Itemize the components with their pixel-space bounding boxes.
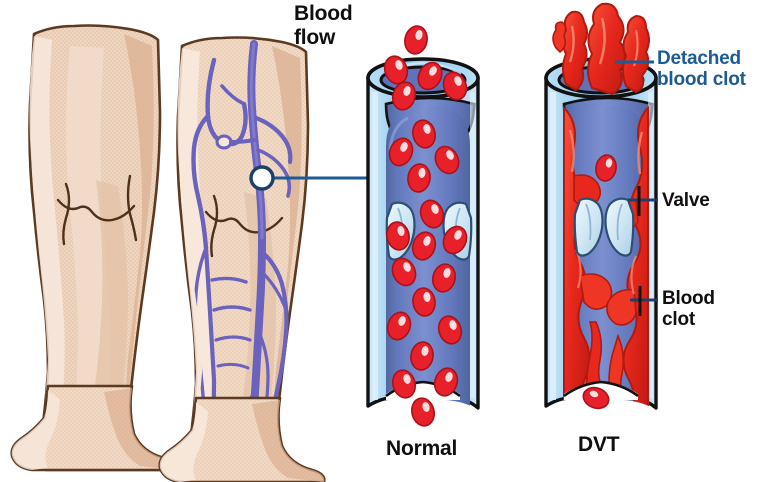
callout-connector xyxy=(249,165,370,191)
label-normal: Normal xyxy=(386,437,458,460)
leg-veins-illustration xyxy=(158,36,326,482)
label-dvt: DVT xyxy=(578,433,620,456)
label-valve: Valve xyxy=(662,190,710,211)
vein-normal-illustration xyxy=(366,25,480,427)
red-blood-cells-normal xyxy=(383,25,468,427)
vein-dvt-illustration xyxy=(544,2,658,410)
circle-marker-icon xyxy=(249,165,275,191)
detached-clot-masses xyxy=(552,2,650,95)
leader-lines xyxy=(615,60,658,316)
label-blood-clot: Blood clot xyxy=(662,288,715,331)
valve-cusp-icon-dvt xyxy=(573,197,635,257)
leg-plain-illustration xyxy=(10,24,178,472)
label-blood-flow: Blood flow xyxy=(294,2,353,49)
label-detached-blood-clot: Detached blood clot xyxy=(657,48,746,91)
